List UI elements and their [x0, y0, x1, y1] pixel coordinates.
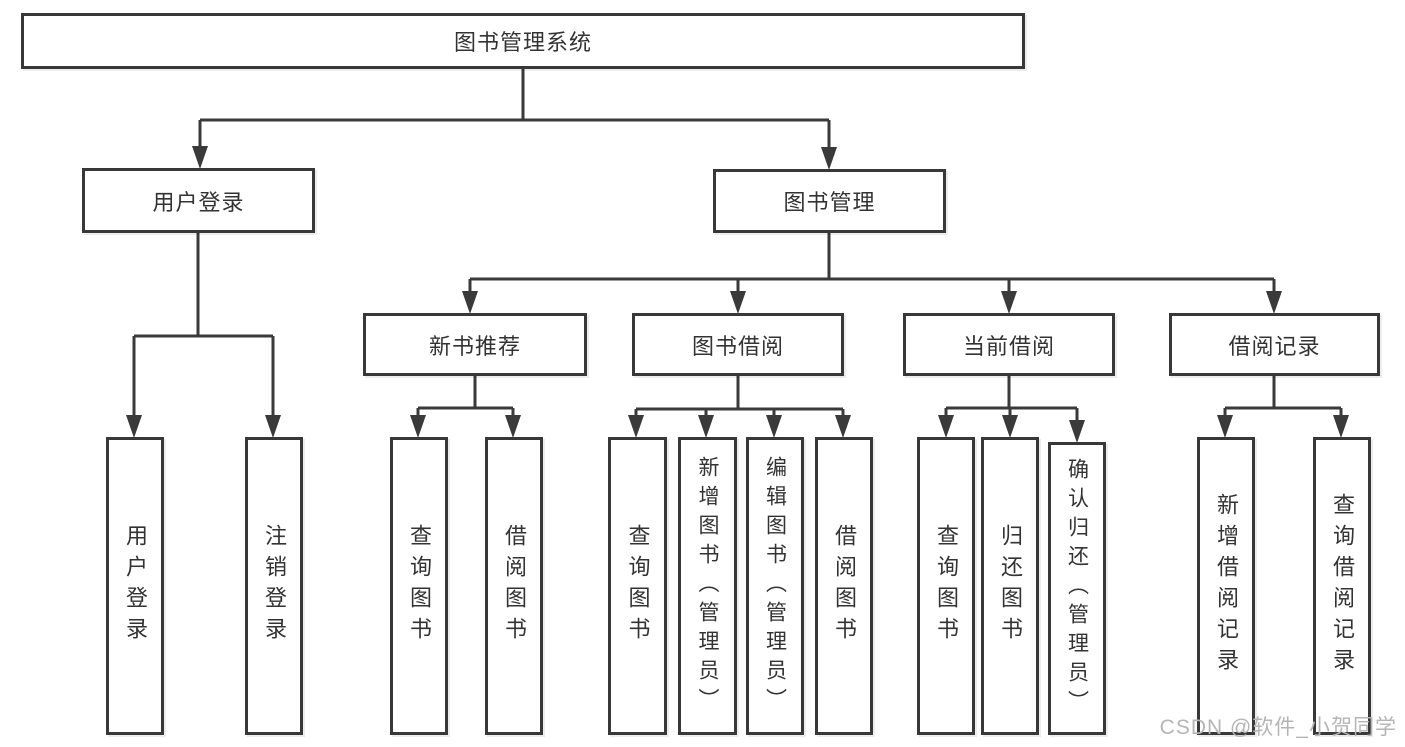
leaf-borrow-book-label: 借阅图书 [832, 524, 857, 648]
leaf-add-book-admin-label: 新增图书（管理员） [696, 455, 719, 717]
leaf-return-book-label: 归还图书 [998, 524, 1023, 648]
leaf-borrow-query-book: 查询图书 [608, 437, 667, 735]
leaf-logout: 注销登录 [245, 437, 303, 735]
node-user-login-label: 用户登录 [152, 189, 245, 215]
node-current-borrow: 当前借阅 [903, 313, 1115, 376]
node-borrow-records-label: 借阅记录 [1228, 333, 1321, 359]
node-user-login: 用户登录 [82, 168, 315, 233]
leaf-return-book: 归还图书 [981, 437, 1039, 735]
leaf-recommend-borrow-book: 借阅图书 [485, 437, 543, 735]
leaf-user-login: 用户登录 [106, 437, 164, 735]
node-book-management-label: 图书管理 [783, 190, 876, 215]
leaf-add-borrow-record-label: 新增借阅记录 [1214, 493, 1239, 679]
leaf-recommend-query-book-label: 查询图书 [407, 524, 432, 648]
node-new-book-recommend: 新书推荐 [363, 313, 587, 376]
leaf-user-login-label: 用户登录 [123, 524, 148, 648]
node-root-label: 图书管理系统 [453, 30, 592, 55]
node-borrow-records: 借阅记录 [1169, 313, 1380, 376]
leaf-current-query-book: 查询图书 [917, 437, 975, 735]
node-new-book-recommend-label: 新书推荐 [428, 333, 521, 359]
node-current-borrow-label: 当前借阅 [962, 333, 1055, 359]
node-root: 图书管理系统 [21, 13, 1025, 69]
connector-bookborrow-to-leaves [634, 375, 845, 417]
leaf-edit-book-admin: 编辑图书（管理员） [746, 437, 804, 735]
leaf-recommend-borrow-book-label: 借阅图书 [502, 524, 527, 648]
leaf-logout-label: 注销登录 [262, 524, 287, 648]
leaf-add-borrow-record: 新增借阅记录 [1197, 437, 1255, 735]
leaf-add-book-admin: 新增图书（管理员） [678, 437, 737, 735]
node-book-management: 图书管理 [713, 169, 946, 233]
connector-borrowrecords-to-leaves [1223, 375, 1343, 417]
connector-userlogin-to-leaves [132, 233, 275, 417]
leaf-borrow-query-book-label: 查询图书 [625, 524, 651, 648]
node-book-borrow-label: 图书借阅 [691, 333, 784, 359]
connector-currentborrow-to-leaves [944, 375, 1079, 422]
leaf-recommend-query-book: 查询图书 [390, 437, 448, 735]
arrowheads [126, 146, 1349, 443]
connector-bookmgmt-to-level3 [468, 233, 1276, 293]
node-book-borrow: 图书借阅 [632, 313, 844, 376]
leaf-edit-book-admin-label: 编辑图书（管理员） [763, 455, 787, 717]
leaf-query-borrow-record: 查询借阅记录 [1313, 437, 1371, 735]
connector-root-to-level2 [198, 68, 831, 149]
leaf-borrow-book: 借阅图书 [815, 437, 873, 735]
leaf-confirm-return-admin-label: 确认归还（管理员） [1065, 458, 1089, 719]
connector-newbookrec-to-leaves [416, 375, 515, 417]
leaf-confirm-return-admin: 确认归还（管理员） [1048, 442, 1106, 735]
leaf-query-borrow-record-label: 查询借阅记录 [1330, 493, 1355, 679]
leaf-current-query-book-label: 查询图书 [934, 524, 959, 648]
